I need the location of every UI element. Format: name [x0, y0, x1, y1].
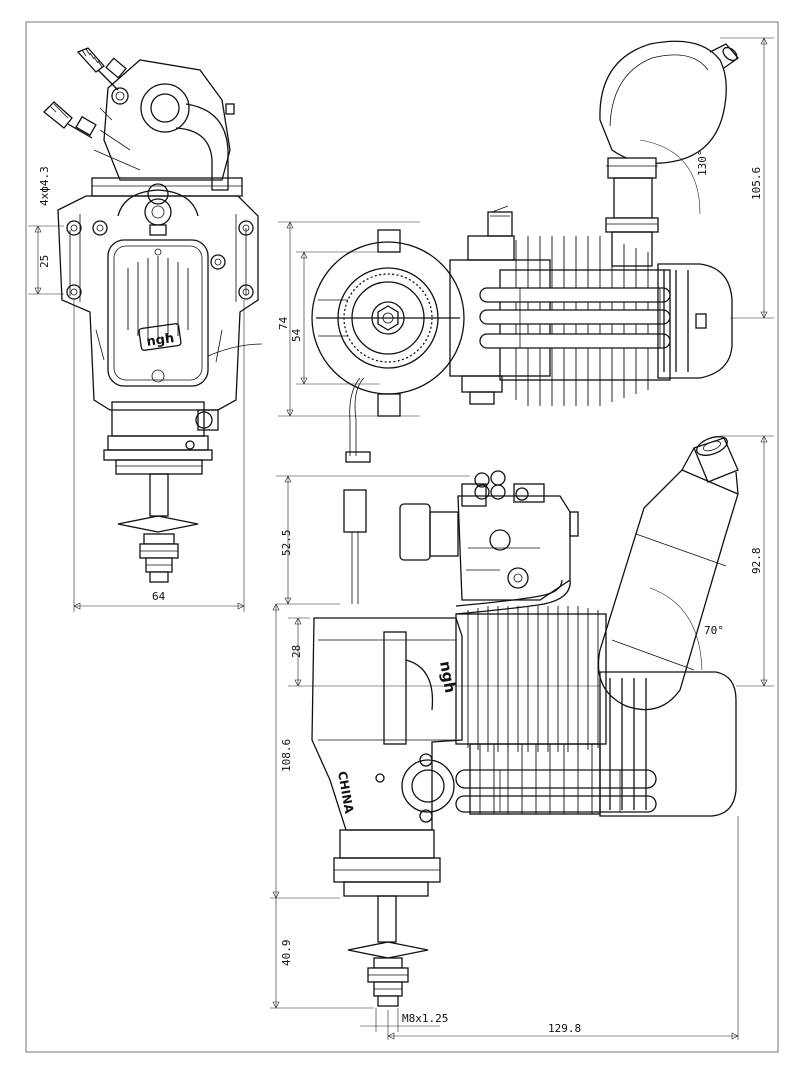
dim-overall-top: 105.6 — [750, 167, 763, 200]
side-view: ngh CHINA — [311, 436, 739, 1007]
dim-carb-height: 52.5 — [280, 530, 293, 557]
dim-shaft-length: 40.9 — [280, 940, 293, 967]
side-view-dimensions: 52.5 28 108.6 40.9 M8x1.25 129.8 92.8 70… — [270, 435, 774, 1040]
spark-plug-upper — [76, 47, 127, 91]
dim-mount-offset: 28 — [290, 645, 303, 658]
origin-marking: CHINA — [335, 770, 356, 815]
drawing-border — [25, 21, 779, 1053]
dim-side-height-outer: 74 — [277, 316, 290, 330]
carb-screws — [474, 470, 506, 500]
dim-muffler-height: 92.8 — [750, 548, 763, 575]
front-view-dimensions: 25 4xϕ4.3 64 — [28, 166, 245, 612]
dim-side-height-inner: 54 — [290, 328, 303, 342]
dim-front-width: 64 — [152, 590, 166, 603]
top-view-dimensions: 74 54 105.6 130° — [277, 37, 774, 417]
muffler-top — [599, 40, 739, 267]
muffler-side — [597, 436, 739, 711]
dim-body-height: 108.6 — [280, 739, 293, 772]
side-logo: ngh — [436, 660, 459, 695]
side-view-fins — [467, 606, 599, 752]
dim-muffler-angle-top: 130° — [696, 150, 709, 177]
dim-mount-holes: 4xϕ4.3 — [38, 166, 51, 206]
front-cover-ribs — [127, 256, 189, 340]
dim-muffler-angle-side: 70° — [704, 624, 724, 637]
dim-hole-spacing: 25 — [38, 255, 51, 268]
front-logo: ngh — [146, 331, 176, 350]
top-view — [311, 40, 739, 463]
dim-overall-length: 129.8 — [548, 1022, 581, 1035]
spark-plug-lower — [43, 101, 97, 139]
dim-thread: M8x1.25 — [402, 1012, 448, 1025]
front-view: ngh — [43, 47, 263, 583]
